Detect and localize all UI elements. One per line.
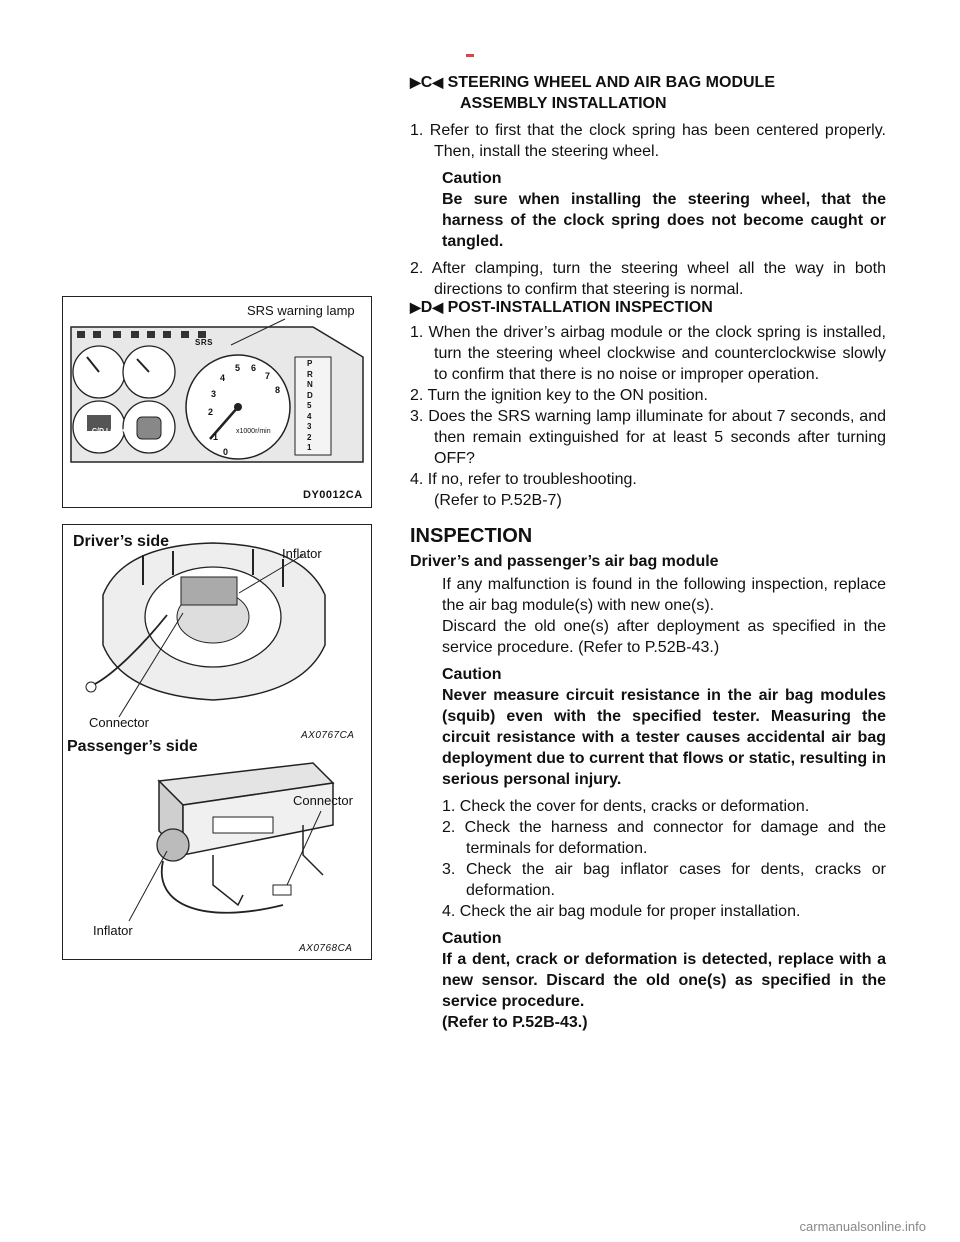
figure-air-bag-modules: Driver’s side Inflator Connector AX0767C… [62,524,372,960]
driver-side-title: Driver’s side [73,533,170,550]
section-d: ▶D◀ POST-INSTALLATION INSPECTION 1. When… [410,297,886,511]
tacho-mark-5: 5 [235,363,241,373]
section-c: ▶C◀ STEERING WHEEL AND AIR BAG MODULE AS… [410,72,886,300]
tag-letter: C [420,74,433,91]
section-c-caution-label: Caution [442,170,502,187]
callout-passenger-connector: Connector [293,793,353,808]
top-mark [466,54,474,57]
inspection-caution2-label: Caution [442,930,502,947]
tag-left-triangle: ▶ [410,74,421,90]
srs-indicator-label: SRS [195,338,213,347]
inspection-caution1-text: Never measure circuit resistance in the … [442,687,886,788]
inspection-section: INSPECTION Driver’s and passenger’s air … [410,526,886,1033]
tag-right-triangle: ◀ [432,299,444,315]
tacho-mark-2: 2 [208,407,214,417]
section-d-step-1: 1. When the driver’s airbag module or th… [410,324,886,383]
figure-srs-warning-lamp: SRS warning lamp SRS C/D LOCK 1 2 3 4 5 … [62,296,372,508]
inspection-heading: INSPECTION [410,525,533,547]
section-d-title: POST-INSTALLATION INSPECTION [447,299,713,316]
callout-driver-connector: Connector [89,715,149,730]
inspection-caution1-label: Caution [442,666,502,683]
air-bag-module-illustration [85,542,335,922]
section-d-step-4-ref: (Refer to P.52B-7) [434,492,562,509]
inspection-caution2-ref: (Refer to P.52B-43.) [442,1014,588,1031]
section-d-step-3: 3. Does the SRS warning lamp illuminate … [410,408,886,467]
inspection-intro-2: Discard the old one(s) after deployment … [442,618,886,656]
tag-right-triangle: ◀ [432,74,444,90]
section-c-step-2: 2. After clamping, turn the steering whe… [410,260,886,298]
callout-driver-inflator: Inflator [282,546,322,561]
inspection-check-1: 1. Check the cover for dents, cracks or … [442,798,810,815]
tacho-mark-1: 1 [213,432,219,442]
inspection-check-2: 2. Check the harness and connector for d… [442,819,886,857]
tag-letter: D [420,299,433,316]
section-c-title-1: STEERING WHEEL AND AIR BAG MODULE [447,74,775,91]
tacho-mark-7: 7 [265,371,271,381]
section-c-title-2: ASSEMBLY INSTALLATION [460,95,667,112]
tacho-mark-6: 6 [251,363,257,373]
watermark-footer: carmanualsonline.info [799,1219,926,1234]
tacho-unit: x1000r/min [236,428,271,435]
inspection-intro-1: If any malfunction is found in the follo… [442,576,886,614]
inspection-check-3: 3. Check the air bag inflator cases for … [442,861,886,899]
tacho-mark-4: 4 [220,373,226,383]
instrument-cluster-illustration [70,318,364,463]
figure-code-driver: AX0767CA [301,730,355,741]
callout-srs-warning-lamp: SRS warning lamp [247,303,355,318]
section-d-heading: ▶D◀ POST-INSTALLATION INSPECTION [410,297,886,318]
section-d-step-2: 2. Turn the ignition key to the ON posit… [410,387,708,404]
section-d-step-4: 4. If no, refer to troubleshooting. [410,471,637,488]
figure-code: DY0012CA [303,489,363,501]
tag-left-triangle: ▶ [410,299,421,315]
section-c-heading: ▶C◀ STEERING WHEEL AND AIR BAG MODULE [410,72,886,93]
inspection-subheading: Driver’s and passenger’s air bag module [410,553,719,570]
inspection-caution2-text: If a dent, crack or deformation is detec… [442,951,886,1010]
cd-lock-label: C/D LOCK [92,428,126,435]
figure-code-passenger: AX0768CA [299,943,353,954]
passenger-side-title: Passenger’s side [67,738,198,755]
gear-indicator: P R N D 5 4 3 2 1 [307,359,313,452]
section-c-caution-text: Be sure when installing the steering whe… [442,191,886,250]
tacho-mark-0: 0 [223,447,229,457]
section-c-step-1: 1. Refer to first that the clock spring … [410,122,886,160]
inspection-check-4: 4. Check the air bag module for proper i… [442,903,801,920]
tacho-mark-3: 3 [211,389,217,399]
tacho-mark-8: 8 [275,385,281,395]
callout-passenger-inflator: Inflator [93,923,133,938]
